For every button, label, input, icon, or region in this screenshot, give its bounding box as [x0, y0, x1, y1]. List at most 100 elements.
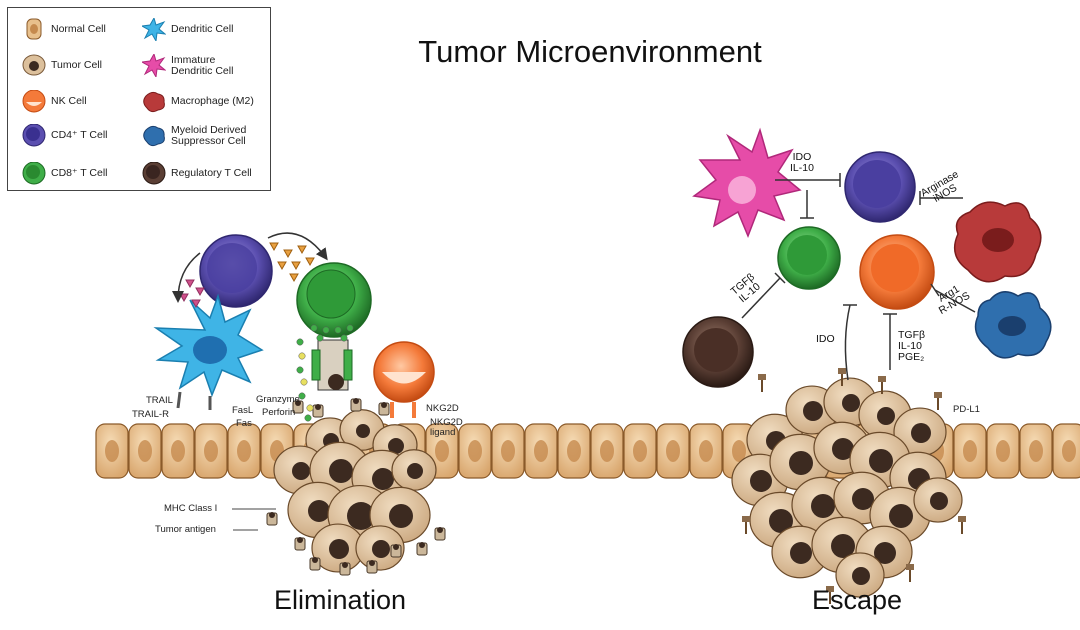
immature-cell-icon: [142, 54, 166, 77]
antigen-triangle: [277, 261, 287, 271]
tumor-cell-icon: [22, 54, 46, 76]
legend-item-dendritic: Dendritic Cell: [142, 18, 233, 41]
diagram-title: Tumor Microenvironment: [418, 34, 762, 69]
normal-cell: [689, 423, 723, 479]
pd-l1-ligand: [758, 374, 766, 392]
legend-item-macrophage: Macrophage (M2): [142, 90, 254, 113]
nkg2d-label: NKG2D: [426, 403, 459, 414]
legend-item-normal: Normal Cell: [22, 18, 106, 41]
antigen-fragments: [179, 242, 315, 309]
tumor-cell: [311, 523, 365, 573]
antigen-triangle: [269, 242, 279, 252]
pd-l1-ligand: [958, 516, 966, 534]
fasl-label: FasL: [232, 405, 254, 416]
granzyme-perforin-granules: [296, 324, 354, 422]
legend-item-tumor: Tumor Cell: [22, 54, 102, 77]
trail-label: TRAIL: [146, 395, 173, 406]
granule: [346, 324, 354, 332]
trail-r-label: TRAIL-R: [132, 409, 169, 420]
escape-macrophage-m2: [953, 201, 1042, 283]
antigen-triangle: [191, 299, 201, 309]
escape-regulatory-t-cell: [682, 316, 754, 388]
elimination-dendritic-cell: [153, 293, 264, 410]
mdsc-cell-icon: [143, 125, 165, 147]
pd-l1-label: PD-L1: [953, 404, 980, 415]
normal-cell-icon: [26, 18, 42, 40]
tumor-cell: [355, 525, 405, 571]
cd8-cell-icon: [22, 162, 46, 185]
legend-label: Normal Cell: [51, 23, 106, 35]
antigen-triangle: [289, 273, 299, 283]
antigen-triangle: [297, 245, 307, 255]
granule: [316, 334, 324, 342]
antigen-triangle: [179, 293, 189, 303]
legend-label: Myeloid Derived Suppressor Cell: [171, 123, 247, 147]
normal-cell: [95, 423, 129, 479]
antigen-triangle: [185, 279, 195, 289]
escape-cd8-t-cell: [777, 226, 841, 290]
tgfb-il10-pge2-label: TGFβ IL-10 PGE₂: [898, 329, 926, 363]
tumor-antigen: [292, 400, 304, 414]
pd-l1-ligand: [934, 392, 942, 410]
granule: [322, 326, 330, 334]
tumor-antigen: [350, 398, 362, 412]
legend-item-nk: NK Cell: [22, 90, 87, 113]
inhibition-lines: [741, 173, 976, 381]
normal-cell: [953, 423, 987, 479]
escape-cd4-t-cell: [844, 151, 916, 223]
nk-cell-icon: [22, 90, 46, 113]
legend-label: NK Cell: [51, 95, 87, 107]
legend-item-cd4: CD4⁺ T Cell: [22, 124, 108, 147]
antigen-triangle: [283, 249, 293, 259]
legend-label: CD8⁺ T Cell: [51, 167, 108, 179]
pd-l1-ligand: [826, 586, 834, 604]
mhc-class-i-label: MHC Class I: [164, 503, 218, 514]
granule: [310, 324, 318, 332]
pd-l1-ligand: [838, 368, 846, 386]
legend-label: Dendritic Cell: [171, 23, 234, 35]
macrophage-cell-icon: [143, 91, 165, 113]
tumor-antigen: [312, 404, 324, 418]
tumor-antigen: [378, 402, 390, 416]
tumor-cell: [913, 477, 963, 523]
perforin-label: Perforin: [262, 407, 296, 418]
normal-cell: [656, 423, 690, 479]
nkg2d-ligand-label: NKG2D ligand: [430, 417, 463, 438]
antigen-triangle: [305, 257, 315, 267]
legend-label: Tumor Cell: [51, 59, 102, 71]
escape-tumor-cluster: [731, 368, 966, 604]
granule: [306, 404, 314, 412]
granule: [296, 338, 304, 346]
dendritic-cell-icon: [142, 18, 166, 41]
normal-cell: [128, 423, 162, 479]
ido-il10-label: IDO IL-10: [790, 151, 814, 174]
pd-l1-ligand: [906, 564, 914, 582]
normal-cell: [557, 423, 591, 479]
pd-l1-ligand: [742, 516, 750, 534]
normal-cell: [986, 423, 1020, 479]
elimination-cd4-t-cell: [199, 234, 273, 308]
normal-cell: [623, 423, 657, 479]
legend-label: Macrophage (M2): [171, 95, 254, 107]
legend-item-mdsc: Myeloid Derived Suppressor Cell: [142, 124, 246, 147]
tumor-cell: [391, 449, 437, 491]
escape-immature-dendritic-cell: [692, 127, 802, 239]
normal-cell: [1019, 423, 1053, 479]
normal-cell: [590, 423, 624, 479]
tumor-antigen: [309, 557, 321, 571]
normal-cell: [227, 423, 261, 479]
ido-label: IDO: [816, 333, 835, 345]
granule: [296, 366, 304, 374]
granzyme-label: Granzyme: [256, 394, 300, 405]
normal-cell: [1052, 423, 1080, 479]
cd4-to-cd8-arrow: [267, 232, 328, 261]
granule: [334, 326, 342, 334]
elimination-label: Elimination: [274, 585, 407, 615]
treg-cell-icon: [142, 162, 166, 185]
tumor-antigen: [339, 562, 351, 576]
antigen-triangle: [291, 261, 301, 271]
granule: [340, 334, 348, 342]
legend-label: Regulatory T Cell: [171, 167, 252, 179]
granule: [300, 378, 308, 386]
